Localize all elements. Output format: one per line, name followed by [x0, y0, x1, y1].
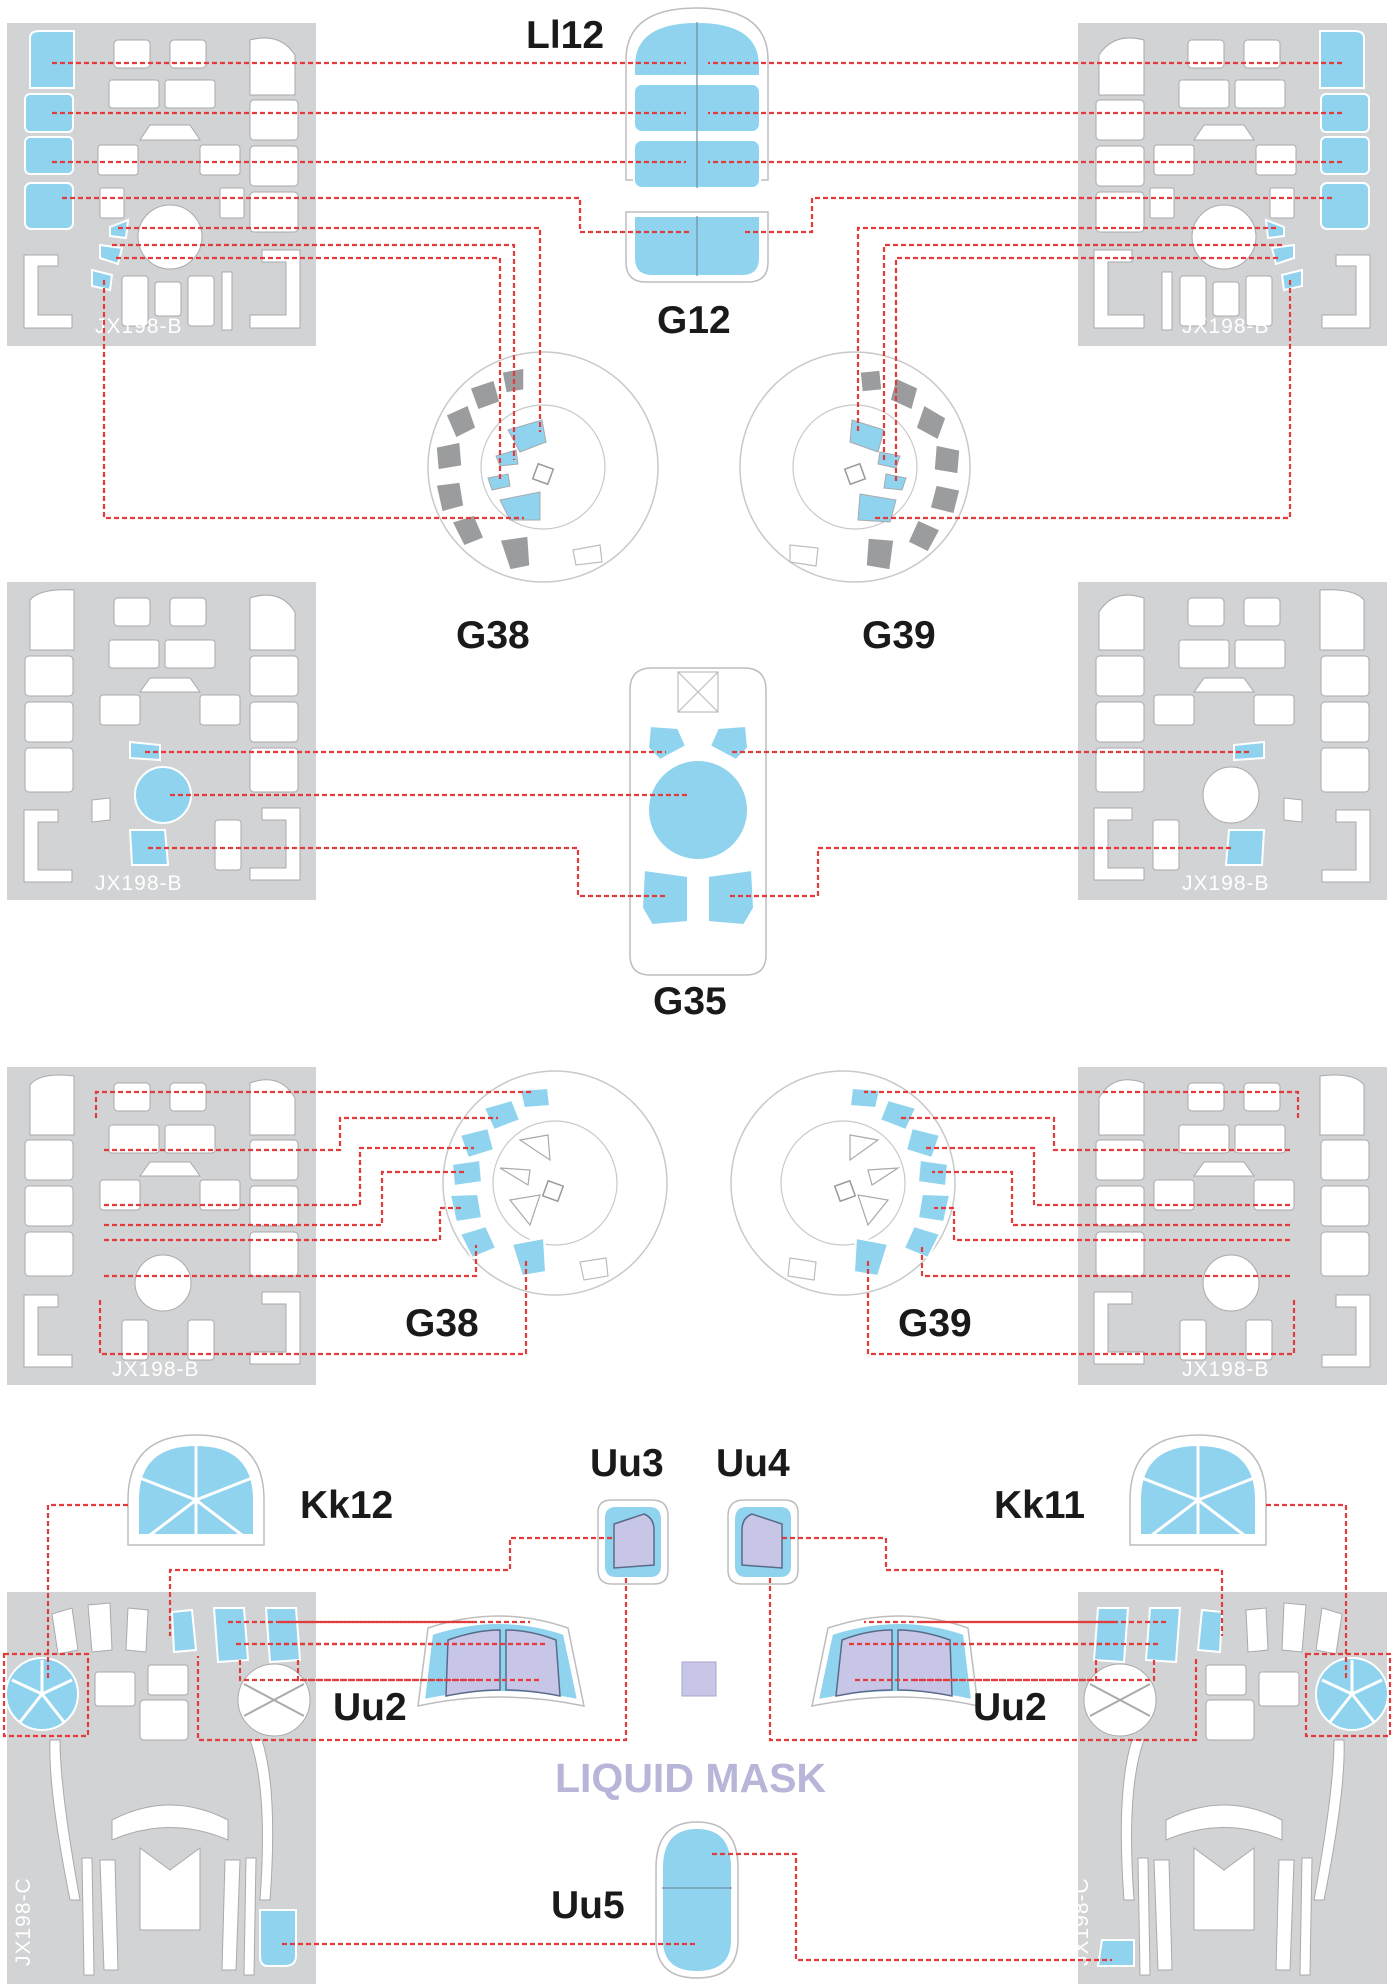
- label-g12: G12: [657, 299, 731, 342]
- sheet-code-bottom-right: JX198-C: [1070, 1877, 1093, 1966]
- part-uu3: [597, 1499, 669, 1585]
- sheet-code-top-right: JX198-B: [1182, 315, 1270, 338]
- part-uu4: [727, 1499, 799, 1585]
- label-g39-mid: G39: [898, 1302, 972, 1345]
- label-uu3: Uu3: [590, 1442, 664, 1485]
- label-g35: G35: [653, 980, 727, 1023]
- sheet-jx198b-mid-right: [1078, 582, 1387, 900]
- part-kk11: [1129, 1434, 1267, 1546]
- sheet-jx198b-top-right: [1078, 23, 1387, 346]
- label-kk12: Kk12: [300, 1484, 393, 1527]
- label-uu5: Uu5: [551, 1884, 625, 1927]
- sheet-jx198b-mid-left: [7, 582, 316, 900]
- sheet-jx198c-left: [5, 1592, 316, 1984]
- label-g38-top: G38: [456, 614, 530, 657]
- liquid-mask-swatch: [681, 1661, 717, 1697]
- label-liquid-mask: LIQUID MASK: [555, 1755, 826, 1801]
- dial-g39-mid: [730, 1070, 956, 1296]
- sheet-code-mid-left: JX198-B: [95, 872, 183, 895]
- part-uu2-right: [811, 1615, 979, 1707]
- dial-g39-top: [739, 351, 971, 583]
- label-kk11: Kk11: [994, 1484, 1085, 1527]
- label-g39-top: G39: [862, 614, 936, 657]
- sheet-code-bottom-left: JX198-C: [12, 1877, 35, 1966]
- label-g38-mid: G38: [405, 1302, 479, 1345]
- sheet-jx198c-right: [1078, 1592, 1389, 1984]
- sheet-code-top-left: JX198-B: [95, 315, 183, 338]
- part-g35: [629, 667, 767, 976]
- sheet-jx198b-top-left: [7, 23, 316, 346]
- part-uu5: [655, 1821, 739, 1979]
- label-uu4: Uu4: [716, 1442, 790, 1485]
- dial-g38-mid: [442, 1070, 668, 1296]
- label-uu2-left: Uu2: [333, 1686, 407, 1729]
- part-uu2-left: [417, 1615, 585, 1707]
- leader-lines: [2, 61, 1392, 1962]
- part-ll12-canopy: [625, 7, 769, 189]
- sheet-code-lower-left: JX198-B: [112, 1358, 200, 1381]
- sheet-code-lower-right: JX198-B: [1182, 1358, 1270, 1381]
- label-uu2-right: Uu2: [973, 1686, 1047, 1729]
- label-ll12: Ll12: [526, 14, 604, 57]
- dial-g38-top: [427, 351, 659, 583]
- part-kk12: [127, 1434, 265, 1546]
- part-g12: [625, 211, 769, 283]
- sheet-code-mid-right: JX198-B: [1182, 872, 1270, 895]
